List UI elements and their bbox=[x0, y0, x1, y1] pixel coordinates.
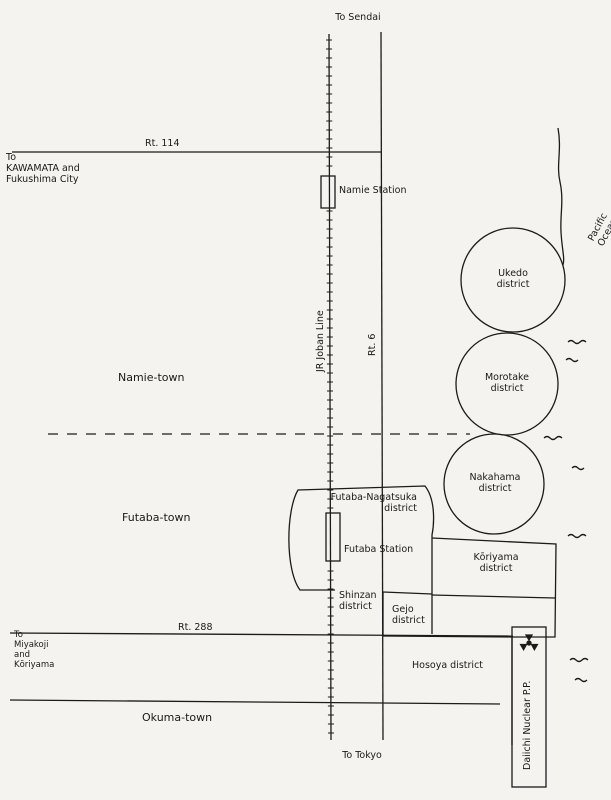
namie-station-label: Namie Station bbox=[339, 185, 407, 196]
okuma-town-label: Okuma-town bbox=[142, 711, 213, 724]
radiation-trefoil-icon bbox=[519, 634, 539, 652]
wave-icon bbox=[571, 465, 585, 471]
koriyama-district-label: Kōriyama district bbox=[473, 552, 519, 574]
jr-joban-line-label: JR Joban Line bbox=[315, 310, 326, 372]
wave-icon bbox=[565, 357, 579, 363]
shinzan-gejo-divider bbox=[382, 591, 433, 595]
nakahama-circle bbox=[443, 433, 545, 535]
wave-icon bbox=[543, 435, 563, 441]
to-tokyo-label: To Tokyo bbox=[342, 750, 382, 761]
ukedo-district-label: Ukedo district bbox=[496, 268, 530, 290]
to-miyakoji-label: To Miyakoji and Kōriyama bbox=[14, 630, 55, 670]
hosoya-district-label: Hosoya district bbox=[412, 660, 484, 671]
daiichi-npp-label: Daiichi Nuclear P.P. bbox=[522, 680, 533, 770]
rt288-road bbox=[9, 632, 514, 637]
futaba-nagatsuka-label: Futaba-Nagatsuka district bbox=[330, 492, 417, 514]
hosoya-district-outline bbox=[382, 635, 513, 638]
gejo-district-label: Gejo district bbox=[392, 604, 425, 626]
morotake-circle bbox=[455, 332, 559, 436]
wave-icon bbox=[567, 339, 587, 345]
coastline bbox=[557, 127, 565, 266]
wave-icon bbox=[574, 677, 588, 683]
namie-station-box bbox=[320, 175, 336, 209]
to-kawamata-label: To KAWAMATA and Fukushima City bbox=[6, 152, 80, 185]
morotake-district-label: Morotake district bbox=[484, 372, 530, 394]
jr-joban-line bbox=[328, 33, 332, 741]
shinzan-district-label: Shinzan district bbox=[339, 590, 377, 612]
futaba-nagatsuka-outline bbox=[288, 485, 435, 634]
wave-icon bbox=[567, 533, 587, 539]
nakahama-district-label: Nakahama district bbox=[469, 472, 521, 494]
to-sendai-label: To Sendai bbox=[335, 12, 381, 23]
rail-ties bbox=[326, 39, 334, 734]
daiichi-npp-box bbox=[511, 626, 547, 788]
futaba-town-label: Futaba-town bbox=[122, 511, 191, 524]
namie-town-label: Namie-town bbox=[118, 371, 185, 384]
futaba-station-box bbox=[325, 512, 341, 562]
ukedo-circle bbox=[460, 227, 566, 333]
futaba-station-label: Futaba Station bbox=[344, 544, 414, 555]
rt6-label: Rt. 6 bbox=[367, 333, 378, 356]
waves bbox=[543, 339, 589, 683]
rt114-label: Rt. 114 bbox=[145, 138, 180, 149]
rt288-label: Rt. 288 bbox=[178, 622, 213, 633]
okuma-road bbox=[9, 699, 501, 705]
wave-icon bbox=[569, 657, 589, 663]
